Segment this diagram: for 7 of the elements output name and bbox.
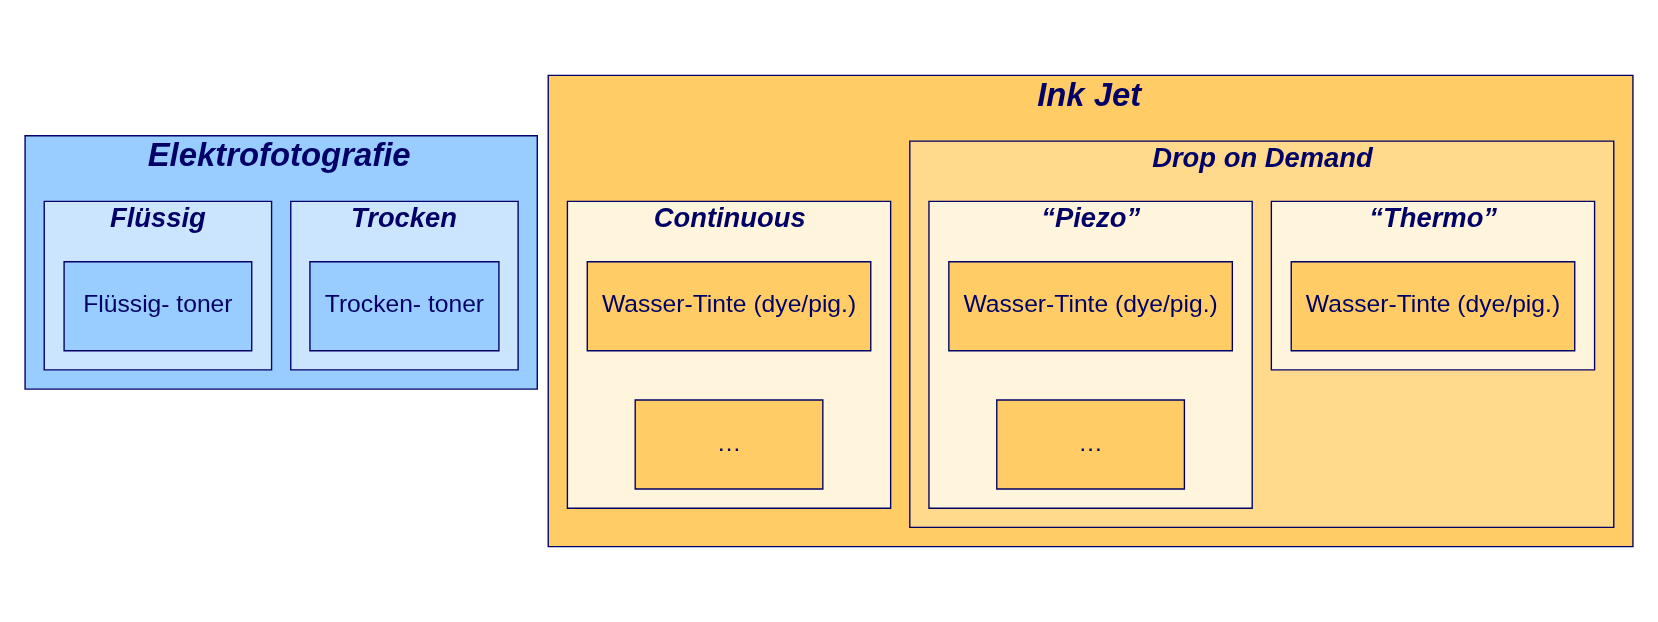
node-box: Trocken- toner xyxy=(309,261,500,352)
node-box: Flüssig- toner xyxy=(63,261,253,352)
node-box: Wasser-Tinte (dye/pig.) xyxy=(1290,261,1576,352)
node-box: … xyxy=(996,399,1186,490)
node-box: Wasser-Tinte (dye/pig.) xyxy=(586,261,872,352)
node-box: … xyxy=(634,399,824,490)
node-box: Wasser-Tinte (dye/pig.) xyxy=(948,261,1234,352)
